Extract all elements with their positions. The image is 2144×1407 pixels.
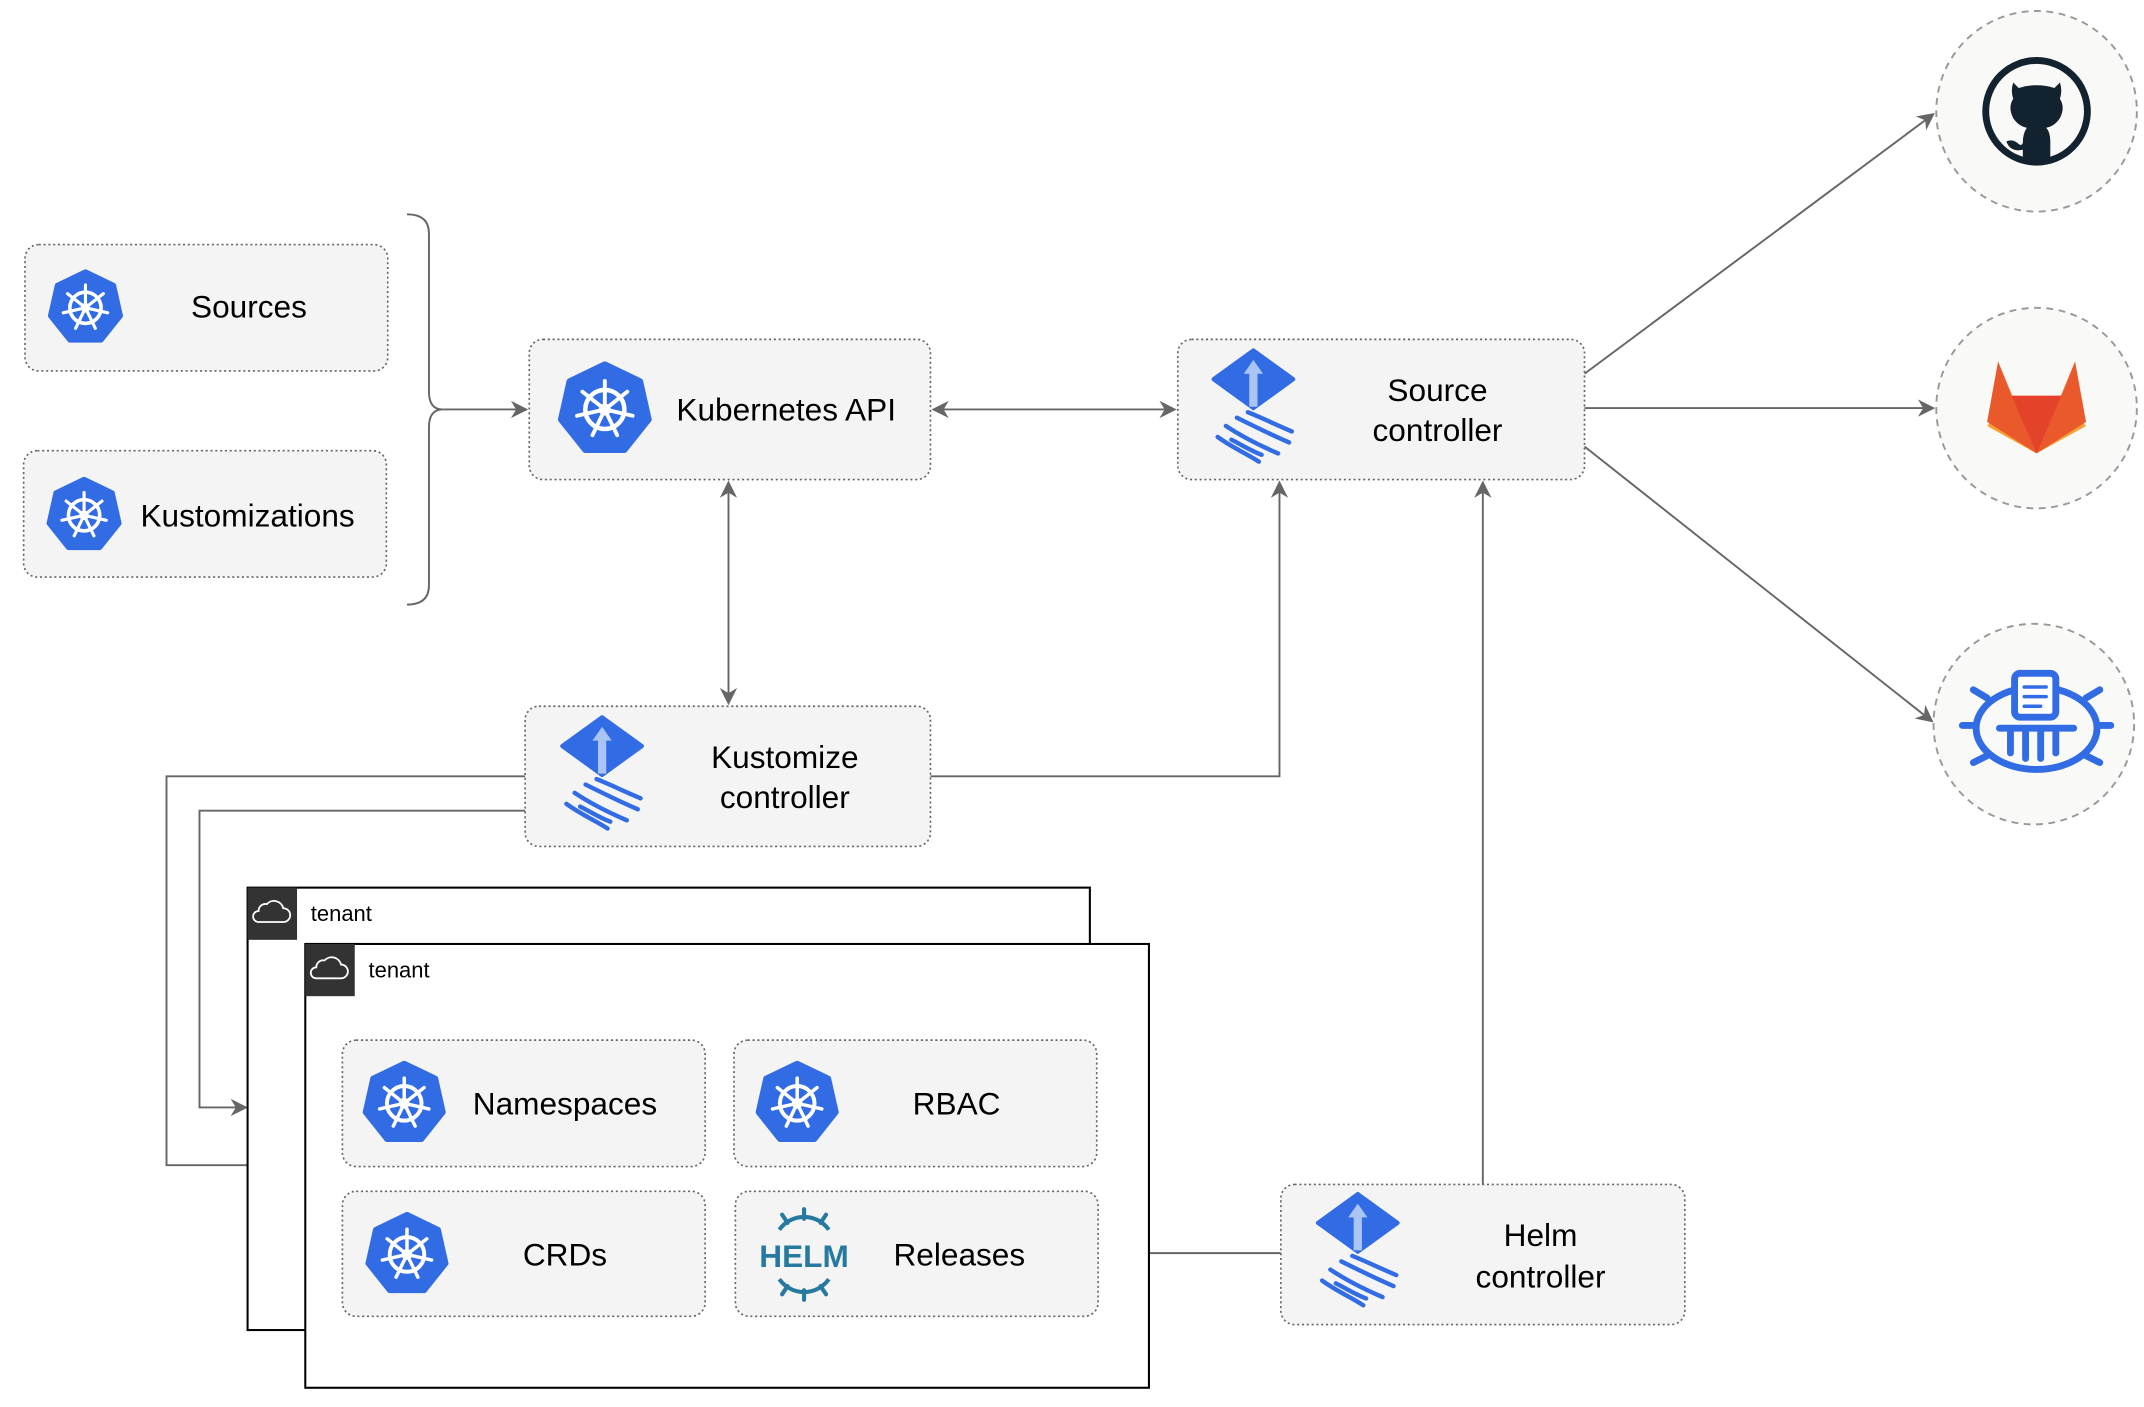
gitlab-icon: [1987, 361, 2087, 454]
helm-logo-text: HELM: [759, 1238, 849, 1274]
edge-kustomize-to-tenant-1: [198, 809, 526, 1117]
helm-controller-label-line1: Helm: [1504, 1217, 1578, 1253]
sources-label: Sources: [191, 288, 307, 324]
releases-label: Releases: [893, 1236, 1025, 1272]
kubernetes-icon: [561, 364, 649, 450]
crds-node[interactable]: CRDs: [341, 1190, 706, 1318]
cloud-icon: [309, 956, 349, 980]
kubernetes-api-label: Kubernetes API: [676, 391, 896, 427]
namespaces-label: Namespaces: [473, 1085, 657, 1121]
kubernetes-icon: [50, 272, 120, 341]
tenant-label: tenant: [311, 901, 372, 926]
kustomize-controller-node[interactable]: Kustomize controller: [524, 705, 932, 848]
kustomize-controller-label-line1: Kustomize: [711, 739, 858, 775]
edge-source-to-github: [1583, 113, 1935, 375]
rbac-label: RBAC: [913, 1085, 1001, 1121]
helm-icon: HELM: [759, 1207, 849, 1302]
github-source[interactable]: [1935, 10, 2138, 213]
cloud-icon: [252, 900, 292, 923]
helm-controller-node[interactable]: Helm controller: [1280, 1183, 1686, 1326]
github-icon: [1982, 57, 2091, 166]
helm-controller-label-line2: controller: [1476, 1258, 1606, 1294]
source-controller-label-line1: Source: [1387, 372, 1487, 408]
kustomizations-label: Kustomizations: [140, 497, 354, 533]
edge-kustomize-to-tenant-2: [165, 775, 526, 1174]
edge-source-to-bucket: [1583, 445, 1934, 723]
tenant-header-badge: [305, 943, 355, 997]
namespaces-node[interactable]: Namespaces: [341, 1039, 706, 1168]
tenant-label: tenant: [369, 958, 430, 983]
gitlab-source[interactable]: [1935, 306, 2138, 510]
source-controller-label-line2: controller: [1373, 412, 1503, 448]
sources-node[interactable]: Sources: [24, 243, 389, 372]
grouping-brace: [406, 213, 443, 606]
kubernetes-icon: [49, 479, 119, 548]
bucket-source[interactable]: [1932, 622, 2136, 826]
kubernetes-icon: [758, 1063, 836, 1139]
kubernetes-icon: [368, 1215, 446, 1291]
kubernetes-icon: [365, 1063, 443, 1139]
edge-kustomize-to-source-controller: [930, 480, 1289, 778]
releases-node[interactable]: HELM Releases: [734, 1190, 1099, 1318]
rbac-node[interactable]: RBAC: [733, 1039, 1098, 1168]
bucket-icon: [1958, 669, 2115, 773]
kustomize-controller-label-line2: controller: [720, 779, 850, 815]
kustomizations-node[interactable]: Kustomizations: [22, 449, 388, 578]
crds-label: CRDs: [523, 1236, 607, 1272]
tenant-header-badge: [247, 887, 298, 940]
source-controller-node[interactable]: Source controller: [1176, 338, 1586, 481]
kubernetes-api-node[interactable]: Kubernetes API: [528, 338, 932, 481]
